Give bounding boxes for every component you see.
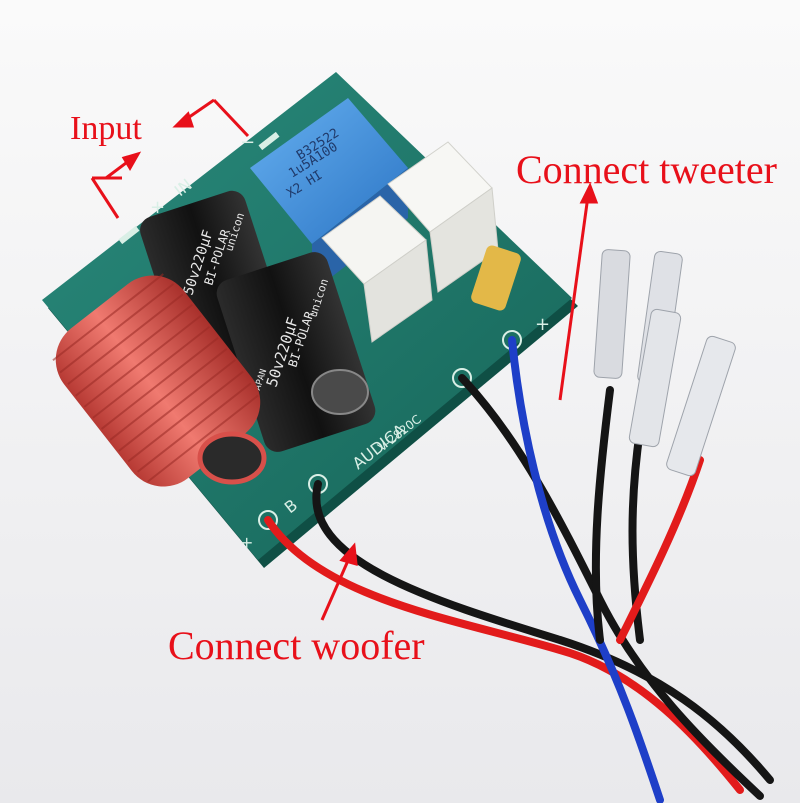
speaker-wires xyxy=(264,336,774,803)
callout-arrows xyxy=(90,98,599,621)
minus-silk: − xyxy=(240,132,255,153)
spade-connectors xyxy=(593,249,736,477)
woofer-callout: Connect woofer xyxy=(168,623,425,668)
copper-inductor-coil xyxy=(52,273,267,487)
ceramic-resistors xyxy=(321,141,499,343)
input-callout: Input xyxy=(70,110,142,147)
yellow-capacitor xyxy=(471,245,521,311)
plus-silk: + xyxy=(150,197,165,218)
tweeter-callout: Connect tweeter xyxy=(516,147,777,192)
plus-silk-woofer: + xyxy=(240,533,253,552)
plus-silk-tweeter: + xyxy=(535,314,550,335)
